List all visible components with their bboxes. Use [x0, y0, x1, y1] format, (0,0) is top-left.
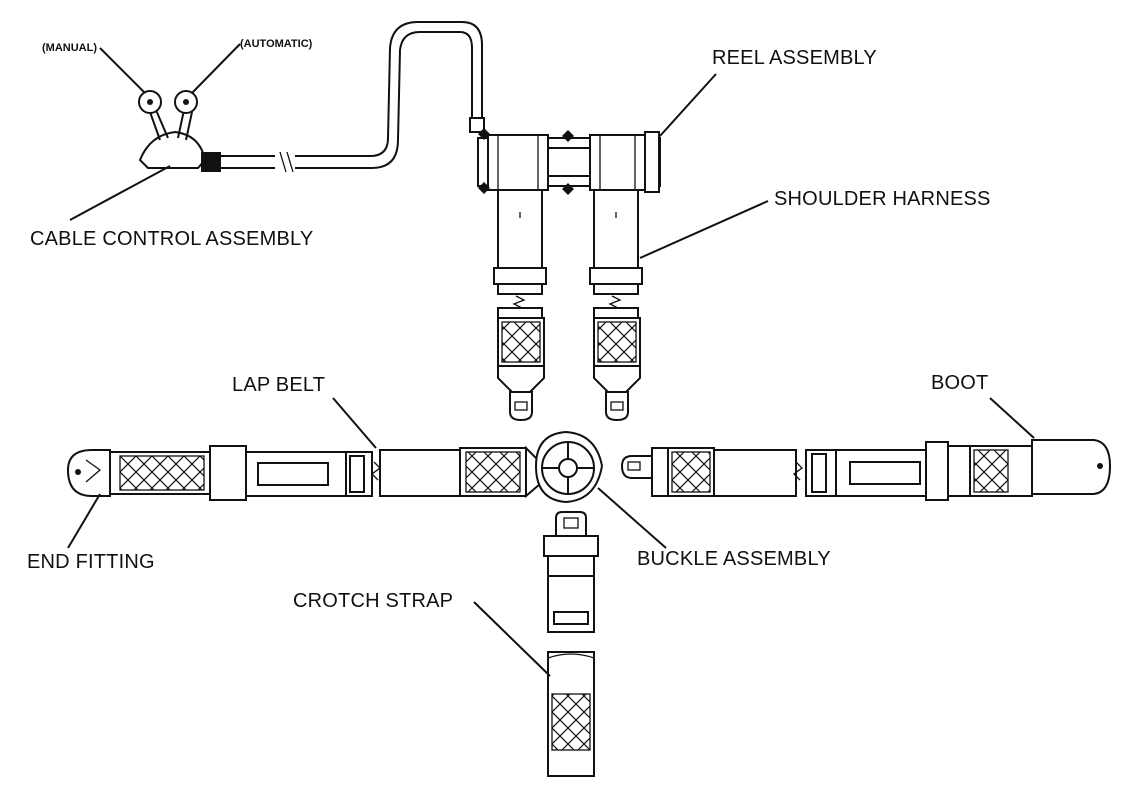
boot-label: BOOT	[931, 372, 989, 394]
cable-control-assembly-label: CABLE CONTROL ASSEMBLY	[30, 228, 314, 250]
lap-belt-right	[620, 439, 1112, 501]
automatic-label: (AUTOMATIC)	[240, 38, 313, 50]
buckle-assembly-label: BUCKLE ASSEMBLY	[637, 548, 831, 570]
reel-assembly-label: REEL ASSEMBLY	[712, 47, 877, 69]
shoulder-harness-left	[493, 189, 547, 422]
cable-control-assembly	[138, 21, 485, 173]
leader-lines	[67, 43, 1035, 677]
crotch-strap-label: CROTCH STRAP	[293, 590, 454, 612]
lap-belt-left	[66, 445, 541, 501]
buckle-assembly	[534, 430, 604, 504]
end-fitting	[66, 449, 111, 497]
end-fitting-label: END FITTING	[27, 551, 155, 573]
shoulder-harness-label: SHOULDER HARNESS	[774, 188, 991, 210]
boot	[1031, 439, 1112, 495]
reel-assembly	[477, 128, 661, 195]
lap-belt-label: LAP BELT	[232, 374, 326, 396]
shoulder-harness-right	[589, 189, 643, 422]
crotch-strap	[543, 511, 599, 777]
manual-label: (MANUAL)	[42, 42, 97, 54]
